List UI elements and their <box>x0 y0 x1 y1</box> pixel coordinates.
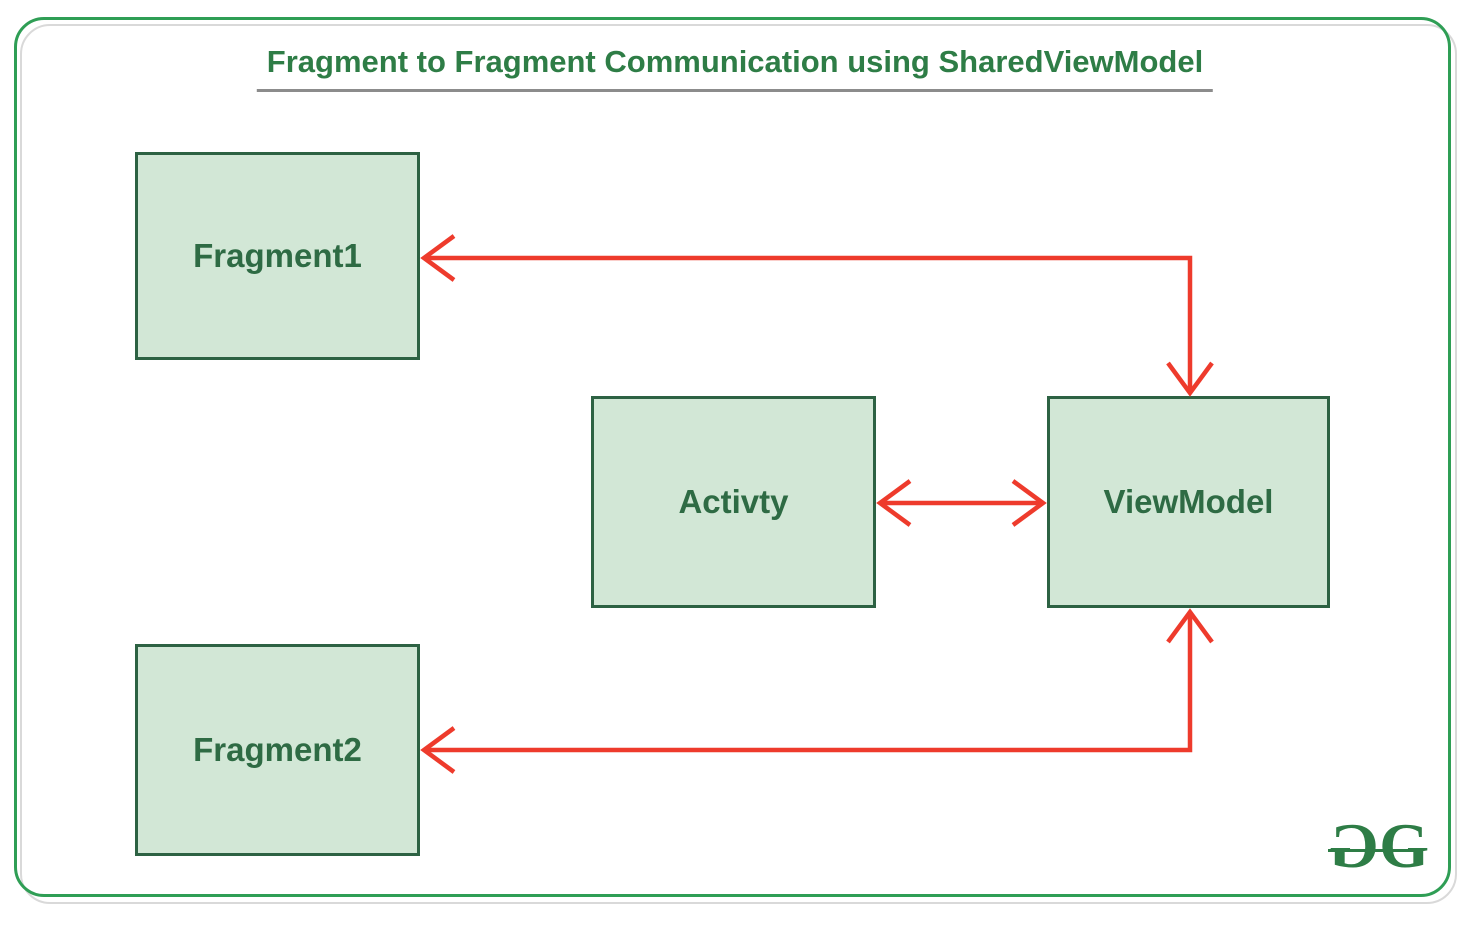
card-shadow-border <box>20 24 1457 904</box>
node-fragment1: Fragment1 <box>135 152 420 360</box>
node-fragment2-label: Fragment2 <box>193 731 362 768</box>
logo-crossbar <box>1328 848 1422 852</box>
node-activity: Activty <box>591 396 876 608</box>
card-border <box>14 17 1451 897</box>
logo-g: G <box>1379 810 1429 881</box>
node-fragment1-label: Fragment1 <box>193 237 362 274</box>
node-viewmodel: ViewModel <box>1047 396 1330 608</box>
diagram-title: Fragment to Fragment Communication using… <box>256 44 1214 92</box>
node-fragment2: Fragment2 <box>135 644 420 856</box>
logo-g-flipped: G <box>1334 810 1380 881</box>
node-viewmodel-label: ViewModel <box>1103 483 1274 520</box>
node-activity-label: Activty <box>678 483 789 520</box>
geeksforgeeks-logo: GG <box>1328 810 1429 881</box>
